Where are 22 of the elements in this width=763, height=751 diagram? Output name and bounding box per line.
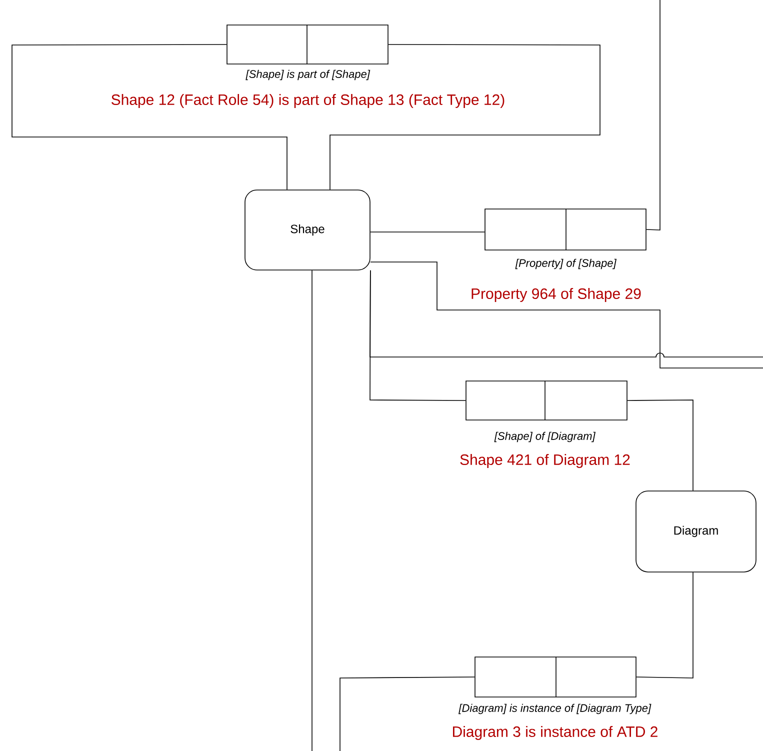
example-text: Shape 421 of Diagram 12: [460, 454, 630, 468]
connector-line: [370, 270, 466, 401]
connector-line: [627, 400, 694, 491]
fact-type-box: [226, 24, 388, 64]
reading-text: [Property] of [Shape]: [515, 258, 617, 270]
connector-line: [12, 44, 288, 190]
fact-type-box: [484, 208, 646, 250]
example-text: Shape 12 (Fact Role 54) is part of Shape 13 (Fact Type 12): [112, 94, 504, 108]
connector-line: [370, 262, 763, 368]
connector-line: [340, 676, 475, 751]
fact-type-box: [474, 656, 636, 698]
connector-line: [646, 0, 660, 230]
connector-line: [636, 572, 694, 678]
object-type-box: Shape: [244, 190, 370, 270]
reading-text: [Shape] is part of [Shape]: [246, 70, 370, 80]
connector-line: [330, 44, 600, 190]
fact-type-box: [466, 380, 628, 420]
reading-text: [Diagram] is instance of [Diagram Type]: [458, 704, 652, 714]
object-type-box: Diagram: [636, 490, 756, 572]
example-text: Property 964 of Shape 29: [472, 288, 641, 302]
example-text: Diagram 3 is instance of ATD 2: [453, 726, 658, 740]
reading-text: [Shape] of [Diagram]: [494, 432, 596, 442]
